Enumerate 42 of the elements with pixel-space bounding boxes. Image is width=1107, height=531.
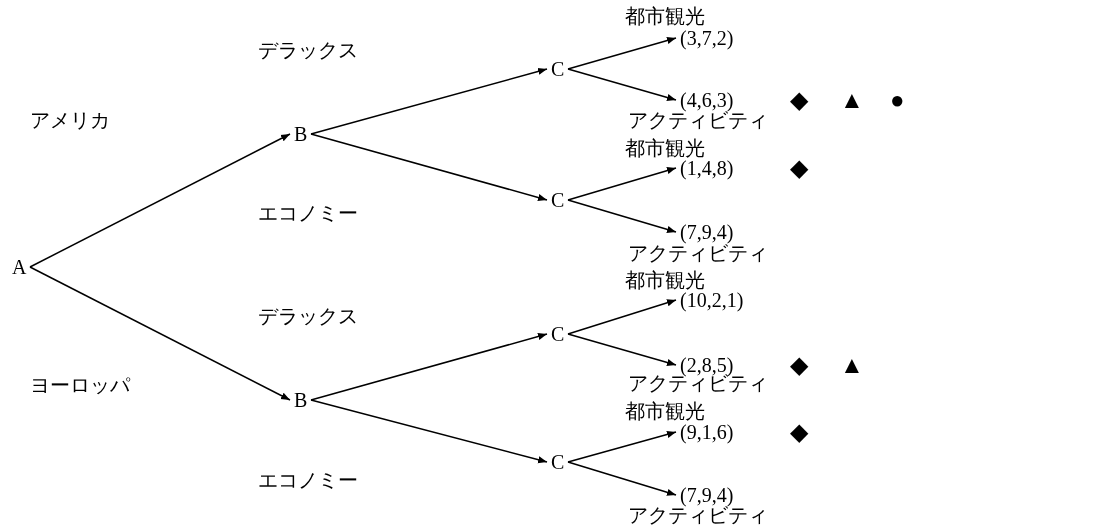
symbol-mark: ● [890, 87, 905, 113]
symbol-mark: ◆ [790, 352, 808, 378]
arrow [567, 68, 677, 101]
symbol-mark: ◆ [790, 419, 808, 445]
arrow [567, 299, 677, 335]
arrow [567, 167, 677, 201]
edge-label: 都市観光 [625, 399, 705, 423]
symbol-mark: ◆ [790, 155, 808, 181]
edge-label: 都市観光 [625, 136, 705, 160]
node-label: C [551, 187, 565, 213]
edge-label: アメリカ [30, 108, 110, 132]
arrow [567, 461, 677, 496]
edge-label: エコノミー [258, 468, 358, 492]
arrow [310, 133, 548, 202]
node-label: C [551, 449, 565, 475]
arrow [567, 37, 677, 70]
arrow [310, 332, 548, 401]
arrow [567, 199, 677, 233]
node-label: C [551, 321, 565, 347]
symbol-mark: ◆ [790, 87, 808, 113]
node-label: C [551, 56, 565, 82]
arrow [310, 67, 548, 135]
symbol-mark: ▲ [840, 87, 864, 113]
node-label: (3,7,2) [680, 25, 734, 51]
edge-label: ヨーロッパ [30, 373, 130, 397]
node-label: (7,9,4) [680, 219, 734, 245]
edge-label: 都市観光 [625, 4, 705, 28]
arrow [29, 266, 291, 401]
arrow [29, 133, 291, 268]
edge-label: 都市観光 [625, 268, 705, 292]
node-label: A [12, 254, 27, 280]
node-label: B [294, 121, 308, 147]
arrow [310, 399, 548, 464]
symbol-mark: ▲ [840, 352, 864, 378]
arrow [567, 333, 677, 366]
node-label: B [294, 387, 308, 413]
edge-label: デラックス [258, 304, 358, 328]
node-label: (7,9,4) [680, 482, 734, 508]
arrow [567, 430, 677, 463]
node-label: (4,6,3) [680, 87, 734, 113]
edge-label: デラックス [258, 38, 358, 62]
edge-label: エコノミー [258, 201, 358, 225]
